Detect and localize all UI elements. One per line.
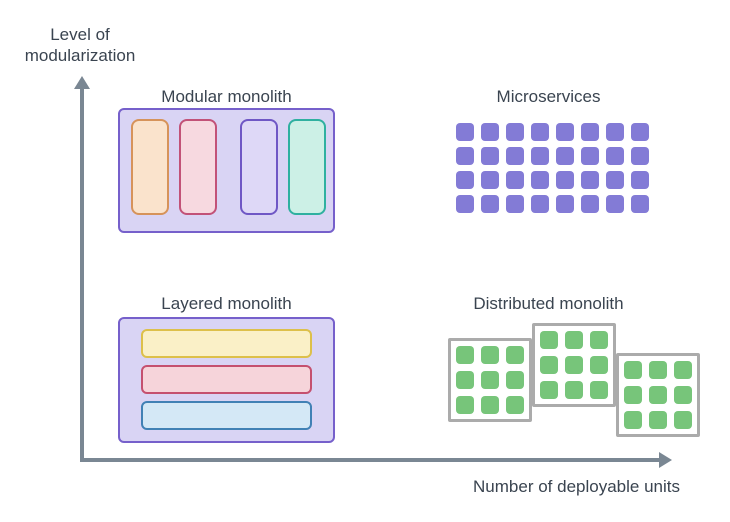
microservice-square bbox=[481, 147, 499, 165]
service-square bbox=[649, 386, 667, 404]
modular-monolith-box bbox=[118, 108, 335, 233]
service-square bbox=[540, 381, 558, 399]
distributed-monolith-box bbox=[616, 353, 700, 437]
microservice-square bbox=[456, 195, 474, 213]
blue-layer bbox=[141, 401, 312, 430]
service-square bbox=[481, 371, 499, 389]
microservice-square bbox=[481, 195, 499, 213]
pink-module bbox=[179, 119, 217, 215]
modular-monolith-title: Modular monolith bbox=[161, 87, 292, 106]
service-square bbox=[506, 346, 524, 364]
service-square bbox=[506, 396, 524, 414]
service-square bbox=[565, 356, 583, 374]
y-axis-label: Level of modularization bbox=[8, 24, 152, 66]
service-square bbox=[540, 356, 558, 374]
microservice-square bbox=[506, 147, 524, 165]
distributed-monolith-box bbox=[532, 323, 616, 407]
service-square bbox=[590, 356, 608, 374]
service-square bbox=[674, 361, 692, 379]
service-square bbox=[565, 331, 583, 349]
microservice-square bbox=[456, 171, 474, 189]
microservice-square bbox=[556, 171, 574, 189]
microservice-square bbox=[531, 171, 549, 189]
up-arrowhead-icon bbox=[74, 76, 90, 89]
x-axis-label: Number of deployable units bbox=[473, 477, 680, 496]
microservice-square bbox=[581, 123, 599, 141]
service-square bbox=[649, 411, 667, 429]
distributed-monolith-title: Distributed monolith bbox=[473, 294, 624, 313]
microservices-grid bbox=[456, 123, 649, 213]
distributed-monolith-box bbox=[448, 338, 532, 422]
orange-module bbox=[131, 119, 169, 215]
service-square bbox=[624, 386, 642, 404]
y-axis-line bbox=[74, 76, 90, 462]
service-square bbox=[481, 396, 499, 414]
microservice-square bbox=[531, 195, 549, 213]
microservice-square bbox=[581, 195, 599, 213]
service-square bbox=[674, 386, 692, 404]
service-square bbox=[456, 346, 474, 364]
microservice-square bbox=[606, 147, 624, 165]
service-square bbox=[565, 381, 583, 399]
service-square bbox=[649, 361, 667, 379]
microservice-square bbox=[631, 195, 649, 213]
microservice-square bbox=[581, 147, 599, 165]
teal-module bbox=[288, 119, 326, 215]
microservice-square bbox=[581, 171, 599, 189]
microservice-square bbox=[556, 123, 574, 141]
purple-module bbox=[240, 119, 278, 215]
microservice-square bbox=[506, 195, 524, 213]
service-square bbox=[456, 371, 474, 389]
microservice-square bbox=[531, 147, 549, 165]
microservice-square bbox=[506, 123, 524, 141]
microservice-square bbox=[506, 171, 524, 189]
pink-layer bbox=[141, 365, 312, 394]
microservice-square bbox=[606, 195, 624, 213]
yellow-layer bbox=[141, 329, 312, 358]
service-square bbox=[590, 381, 608, 399]
microservice-square bbox=[481, 123, 499, 141]
microservice-square bbox=[606, 123, 624, 141]
x-axis-line bbox=[80, 452, 672, 468]
layered-monolith-title: Layered monolith bbox=[161, 294, 292, 313]
microservice-square bbox=[456, 147, 474, 165]
microservice-square bbox=[481, 171, 499, 189]
service-square bbox=[456, 396, 474, 414]
microservice-square bbox=[531, 123, 549, 141]
microservice-square bbox=[631, 123, 649, 141]
service-square bbox=[624, 411, 642, 429]
service-square bbox=[540, 331, 558, 349]
microservices-title: Microservices bbox=[496, 87, 601, 106]
service-square bbox=[674, 411, 692, 429]
microservice-square bbox=[556, 195, 574, 213]
service-square bbox=[506, 371, 524, 389]
microservice-square bbox=[456, 123, 474, 141]
service-square bbox=[481, 346, 499, 364]
service-square bbox=[590, 331, 608, 349]
microservice-square bbox=[631, 171, 649, 189]
microservice-square bbox=[631, 147, 649, 165]
microservice-square bbox=[606, 171, 624, 189]
y-axis-label-line2: modularization bbox=[24, 46, 136, 65]
service-square bbox=[624, 361, 642, 379]
y-axis-label-line1: Level of bbox=[50, 25, 110, 44]
right-arrowhead-icon bbox=[659, 452, 672, 468]
layered-monolith-box bbox=[118, 317, 335, 443]
microservice-square bbox=[556, 147, 574, 165]
